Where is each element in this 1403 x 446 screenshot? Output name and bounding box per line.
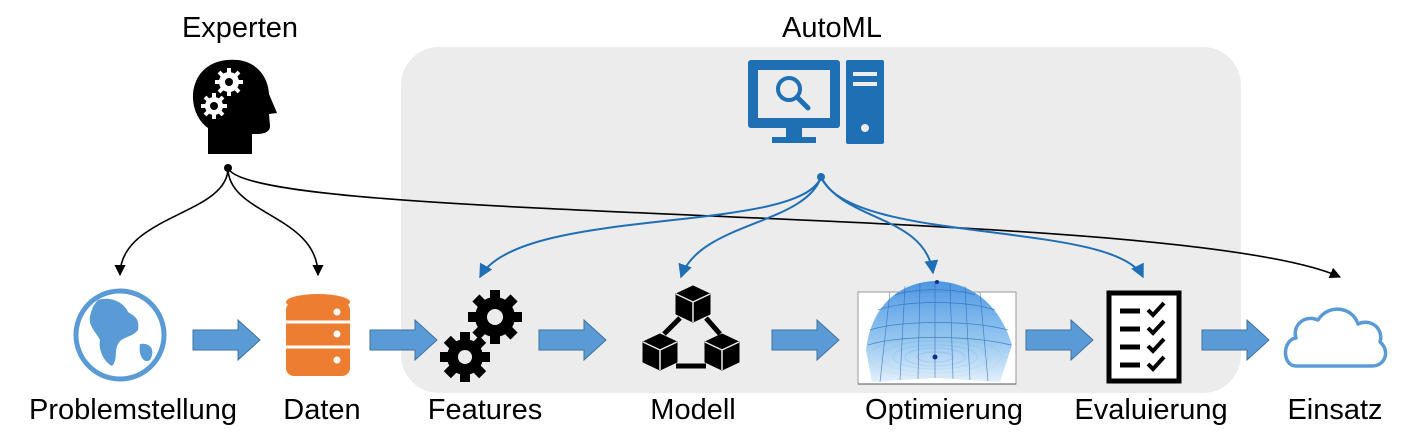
flow-arrow-6	[1201, 318, 1270, 362]
automl-title: AutoML	[782, 12, 882, 44]
step-label-modell: Modell	[650, 394, 736, 426]
globe-icon	[73, 288, 167, 382]
automl-connectors	[479, 176, 1144, 279]
automl-panel	[401, 47, 1241, 393]
computer-icon	[748, 60, 884, 144]
step-label-optimierung: Optimierung	[865, 394, 1023, 426]
step-label-problemstellung: Problemstellung	[29, 394, 237, 426]
flow-arrows	[192, 318, 1270, 362]
flow-arrow-2	[369, 318, 438, 362]
database-icon	[286, 294, 350, 376]
flow-arrow-4	[771, 318, 840, 362]
step-label-daten: Daten	[283, 394, 361, 426]
expert-connectors	[114, 167, 1342, 278]
step-label-features: Features	[427, 394, 543, 426]
step-label-evaluierung: Evaluierung	[1074, 394, 1228, 426]
expert-head-icon	[192, 59, 277, 155]
step-label-einsatz: Einsatz	[1287, 394, 1383, 426]
flow-arrow-1	[192, 318, 261, 362]
gears-icon	[440, 290, 522, 382]
flow-arrow-3	[538, 318, 607, 362]
checklist-icon	[1106, 290, 1182, 384]
optimization-surface-icon	[857, 280, 1017, 385]
flow-arrow-5	[1025, 318, 1094, 362]
cloud-icon	[1283, 307, 1388, 368]
experts-title: Experten	[181, 12, 299, 44]
model-cubes-icon	[642, 285, 740, 371]
